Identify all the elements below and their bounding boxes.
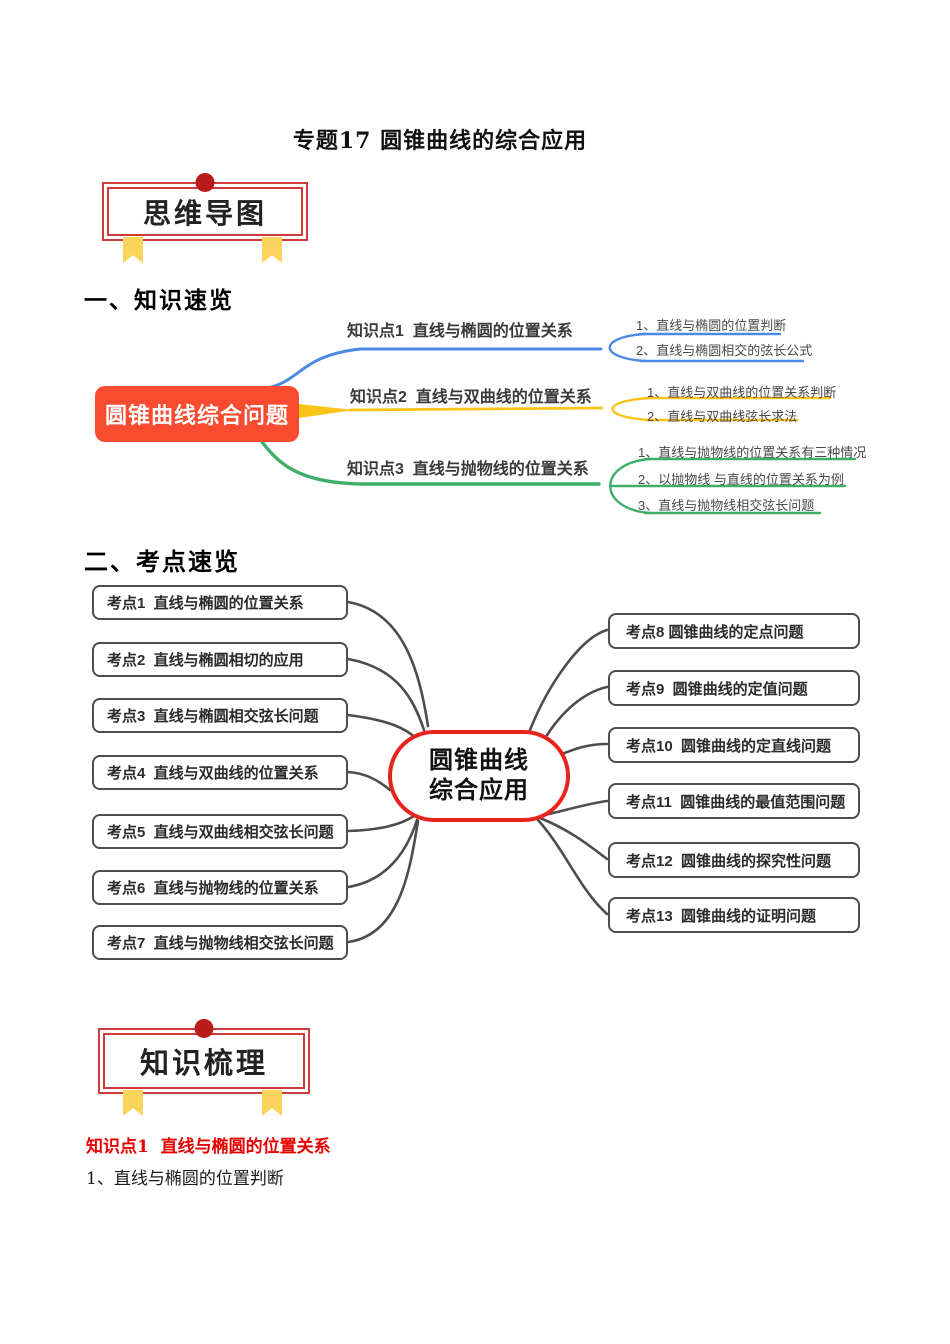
exam-map-root: 圆锥曲线 综合应用 [388,730,570,822]
knowledge-map-root: 圆锥曲线综合问题 [95,386,299,442]
knowledge-point-line1: 1、直线与椭圆的位置判断 [86,1169,284,1189]
badge-dot-icon [194,1019,214,1038]
ribbon-right-icon [262,1090,282,1116]
exam-map-lines [346,600,609,944]
exam-root-line2: 综合应用 [429,777,529,804]
exam-root-line1: 圆锥曲线 [429,747,529,774]
exam-connectors [346,600,609,944]
ribbon-left-icon [123,1090,143,1116]
exam-box-7: 考点7 直线与抛物线相交弦长问题 [92,925,348,960]
branch1-lines [266,332,805,390]
exam-box-13: 考点13 圆锥曲线的证明问题 [608,897,860,933]
branch2-leaf1: 1、直线与双曲线的位置关系判断 [647,385,837,400]
branch1-label: 知识点1 直线与椭圆的位置关系 [347,323,573,340]
knowledge-point-heading: 知识点1 直线与椭圆的位置关系 [86,1137,331,1157]
knowledge-review-badge: 知识梳理 [98,1019,310,1116]
branch3-label: 知识点3 直线与抛物线的位置关系 [347,461,589,478]
exam-box-8: 考点8 圆锥曲线的定点问题 [608,613,860,649]
section-two-heading: 二、考点速览 [84,549,240,576]
exam-box-6: 考点6 直线与抛物线的位置关系 [92,870,348,905]
ribbon-right-icon [262,237,282,263]
exam-box-10: 考点10 圆锥曲线的定直线问题 [608,727,860,763]
exam-box-5: 考点5 直线与双曲线相交弦长问题 [92,814,348,849]
branch3-lines [260,440,857,515]
branch3-leaf1: 1、直线与抛物线的位置关系有三种情况 [638,445,867,460]
ribbon-left-icon [123,237,143,263]
exam-box-11: 考点11 圆锥曲线的最值范围问题 [608,783,860,819]
page-title: 专题17 圆锥曲线的综合应用 [292,128,588,154]
exam-box-12: 考点12 圆锥曲线的探究性问题 [608,842,860,878]
mind-map-badge-label: 思维导图 [142,197,267,229]
branch3-leaf3: 3、直线与抛物线相交弦长问题 [638,498,815,513]
section-one-heading: 一、知识速览 [84,287,234,313]
branch2-label: 知识点2 直线与双曲线的位置关系 [350,389,592,406]
knowledge-review-badge-label: 知识梳理 [139,1048,268,1080]
branch2-leaf2: 2、直线与双曲线弦长求法 [647,409,798,424]
mind-map-badge: 思维导图 [102,173,308,263]
exam-box-9: 考点9 圆锥曲线的定值问题 [608,670,860,706]
badge-dot-icon [195,173,215,192]
exam-box-1: 考点1 直线与椭圆的位置关系 [92,585,348,620]
branch3-leaf2: 2、以抛物线 与直线的位置关系为例 [638,472,844,487]
exam-box-2: 考点2 直线与椭圆相切的应用 [92,642,348,677]
branch1-leaf2: 2、直线与椭圆相交的弦长公式 [636,343,813,358]
badge-border: 思维导图 [102,182,308,241]
knowledge-map-lines [260,332,857,515]
branch1-leaf1: 1、直线与椭圆的位置判断 [636,318,787,333]
exam-box-4: 考点4 直线与双曲线的位置关系 [92,755,348,790]
branch2-lines [299,396,832,422]
exam-box-3: 考点3 直线与椭圆相交弦长问题 [92,698,348,733]
